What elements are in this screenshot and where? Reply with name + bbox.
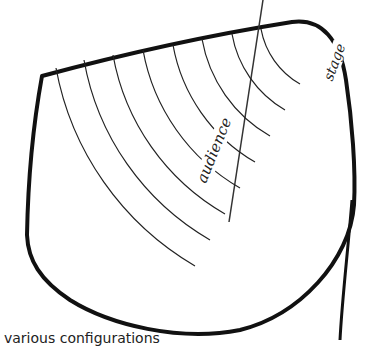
hall-outline <box>27 22 355 334</box>
seat-row <box>232 34 285 110</box>
seat-row <box>56 68 195 266</box>
axis-line <box>229 0 263 222</box>
seat-row <box>84 60 210 240</box>
audience-label: audience <box>192 113 235 187</box>
seat-row <box>143 50 240 188</box>
side-wall-line <box>340 200 352 340</box>
seat-row <box>261 29 300 84</box>
seat-row <box>113 55 225 214</box>
caption-note: various configurations <box>4 331 160 345</box>
seating-rows <box>56 29 300 266</box>
seat-row <box>202 39 270 136</box>
